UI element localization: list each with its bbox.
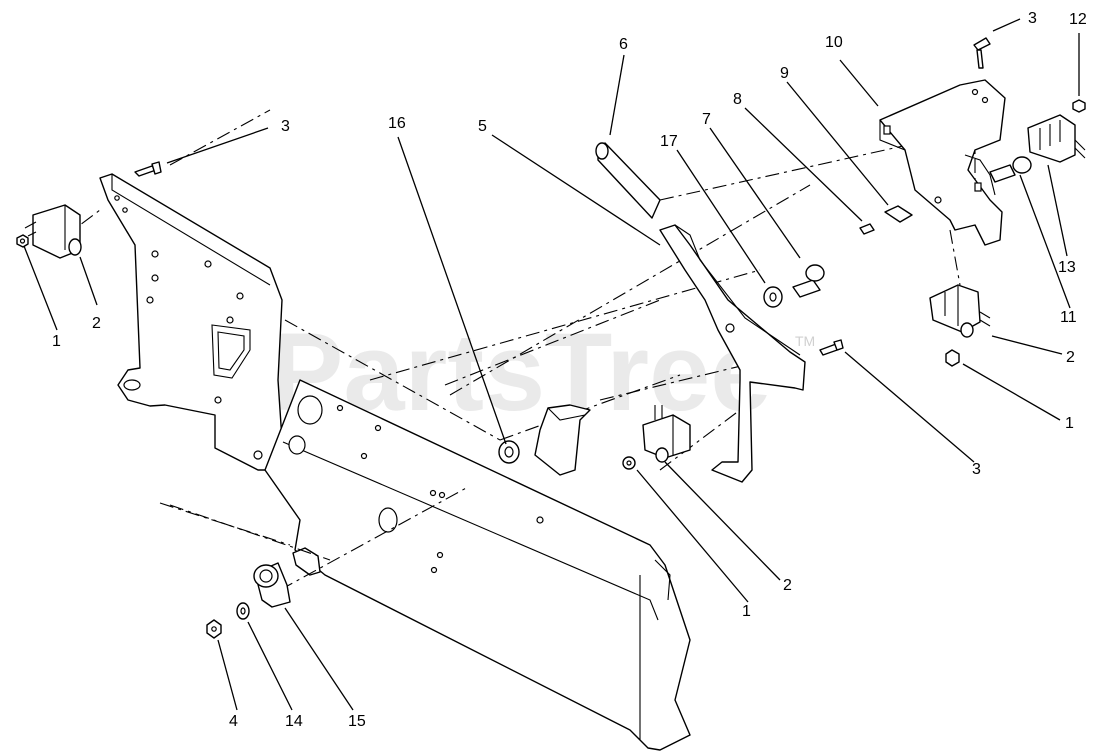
callout-labels: 1 2 3 16 5 6 17 7 8 9 10 3 12 13 11 2 1 … — [52, 10, 1087, 730]
callout-14-washer: 14 — [285, 713, 303, 730]
left-switch-assembly — [16, 161, 162, 259]
callout-1-left-nut: 1 — [52, 333, 61, 350]
callout-11-bolt: 11 — [1060, 309, 1077, 326]
callout-3-left-screw: 3 — [281, 118, 290, 135]
callout-1-right-nut: 1 — [1065, 415, 1074, 432]
right-bracket — [859, 37, 1086, 367]
callout-12-nut: 12 — [1069, 11, 1087, 28]
callout-5-lever: 5 — [478, 118, 487, 135]
callout-9-clip: 9 — [780, 65, 789, 82]
callout-2-center-switch: 2 — [783, 577, 792, 594]
callout-3-top-screw: 3 — [1028, 10, 1037, 27]
center-switch-assembly — [622, 405, 691, 470]
callout-2-right-switch: 2 — [1066, 349, 1075, 366]
leader-lines — [23, 18, 1080, 711]
callout-7-bolt: 7 — [702, 111, 711, 128]
callout-3-middle-screw: 3 — [972, 461, 981, 478]
callout-16-nut: 16 — [388, 115, 406, 132]
watermark-trademark: TM — [795, 333, 815, 349]
callout-2-left-switch: 2 — [92, 315, 101, 332]
callout-13-switch: 13 — [1058, 259, 1076, 276]
callout-1-center-nut: 1 — [742, 603, 751, 620]
callout-15-spacer: 15 — [348, 713, 366, 730]
nut-and-clip — [498, 404, 591, 476]
bottom-hardware — [206, 562, 291, 639]
callout-6-grip: 6 — [619, 36, 628, 53]
main-frame-panel — [99, 173, 691, 751]
callout-4-hex-nut: 4 — [229, 713, 238, 730]
lever-arm — [595, 142, 844, 483]
callout-10-bracket: 10 — [825, 34, 843, 51]
callout-17-washer: 17 — [660, 133, 678, 150]
callout-8-screw: 8 — [733, 91, 742, 108]
